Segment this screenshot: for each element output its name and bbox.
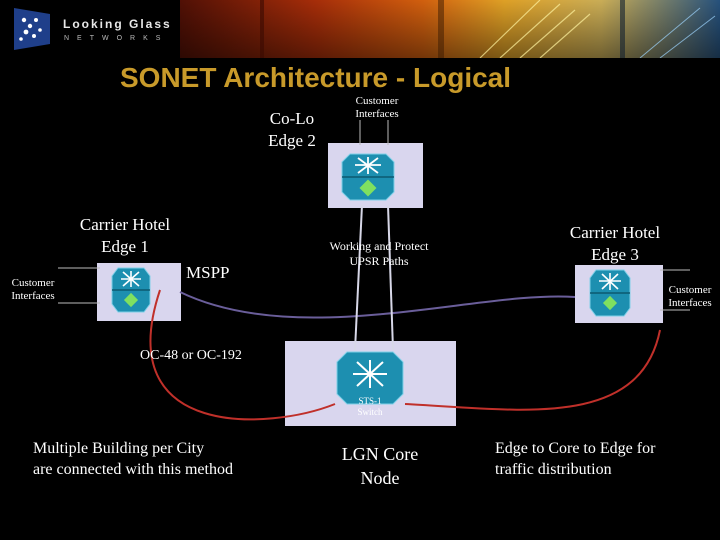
sts1-switch-label: STS-1 Switch	[357, 396, 383, 417]
carrier-edge3-interfaces-label: Customer Interfaces	[668, 284, 712, 309]
carrier-edge1-interfaces-label: Customer Interfaces	[11, 277, 55, 302]
brand-name: Looking Glass	[63, 17, 172, 31]
lgn-core-label: LGN Core Node	[341, 444, 419, 488]
note-left: Multiple Building per City are connected…	[33, 440, 233, 478]
working-path-core-to-edge3	[404, 329, 661, 411]
mspp-label: MSPP	[186, 263, 230, 282]
sts1-switch-device-icon	[336, 351, 404, 405]
note-right: Edge to Core to Edge for traffic distrib…	[495, 440, 656, 478]
colo-edge2-interfaces-label: Customer Interfaces	[355, 95, 399, 120]
logo: Looking Glass NETWORKS	[0, 0, 180, 58]
carrier-edge1-label: Carrier Hotel Edge 1	[79, 215, 171, 256]
working-path-edge1-to-core	[149, 289, 336, 421]
logo-mark-icon	[14, 8, 50, 50]
link-rate-label: OC-48 or OC-192	[140, 348, 242, 363]
banner-graphic	[180, 0, 720, 58]
carrier-edge3-label: Carrier Hotel Edge 3	[569, 223, 661, 264]
page-title: SONET Architecture - Logical	[120, 62, 512, 93]
carrier-edge3-device-icon	[589, 269, 631, 317]
brand-tagline: NETWORKS	[64, 35, 169, 42]
colo-edge2-device-icon	[341, 153, 395, 201]
path-colo-to-core-a	[354, 204, 363, 351]
colo-edge2-label: Co-Lo Edge 2	[268, 109, 316, 150]
path-colo-to-core-b	[387, 204, 394, 351]
header-banner: Looking Glass NETWORKS	[0, 0, 720, 58]
upsr-paths-label: Working and Protect UPSR Paths	[329, 239, 429, 268]
protect-path-edge1-to-edge3	[179, 291, 576, 319]
mspp-device-icon	[111, 267, 151, 313]
